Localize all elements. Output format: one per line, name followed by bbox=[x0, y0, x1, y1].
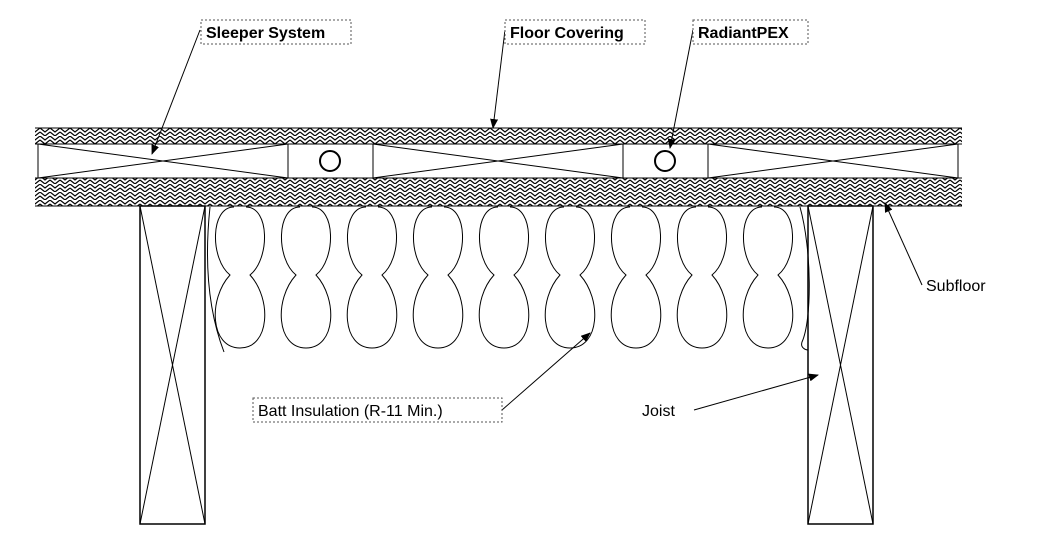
joist-right bbox=[807, 205, 874, 525]
pex-tube bbox=[319, 150, 341, 172]
joist-label: Joist bbox=[642, 403, 675, 420]
radiant-pex-label: RadiantPEX bbox=[698, 25, 789, 42]
insulation-loop bbox=[346, 206, 398, 349]
label-batt-insulation: Batt Insulation (R-11 Min.) bbox=[252, 397, 503, 423]
sleeper-system-label: Sleeper System bbox=[206, 25, 325, 42]
insulation-loop bbox=[610, 206, 662, 349]
pex-tube bbox=[654, 150, 676, 172]
insulation-loop bbox=[478, 206, 530, 349]
batt-insulation-label: Batt Insulation (R-11 Min.) bbox=[258, 403, 443, 420]
batt-insulation bbox=[206, 206, 810, 353]
insulation-loop bbox=[206, 206, 225, 353]
insulation-loop bbox=[280, 206, 332, 349]
leader-lines bbox=[151, 29, 923, 411]
label-radiant-pex: RadiantPEX bbox=[692, 19, 809, 45]
subfloor-layer bbox=[35, 177, 962, 207]
insulation-loop bbox=[544, 206, 596, 349]
floor-covering-layer bbox=[35, 127, 962, 145]
subfloor-label: Subfloor bbox=[926, 278, 986, 295]
floor-covering-label: Floor Covering bbox=[510, 25, 624, 42]
insulation-loop bbox=[676, 206, 728, 349]
sleeper-board bbox=[37, 143, 289, 179]
sleeper-board bbox=[707, 143, 959, 179]
insulation-loop bbox=[799, 206, 810, 351]
insulation-loop bbox=[742, 206, 794, 349]
insulation-loop bbox=[214, 206, 266, 349]
sleeper-layer bbox=[37, 143, 959, 179]
label-sleeper-system: Sleeper System bbox=[200, 19, 352, 45]
insulation-loop bbox=[412, 206, 464, 349]
joist-left bbox=[139, 205, 206, 525]
sleeper-board bbox=[372, 143, 624, 179]
label-floor-covering: Floor Covering bbox=[504, 19, 646, 45]
